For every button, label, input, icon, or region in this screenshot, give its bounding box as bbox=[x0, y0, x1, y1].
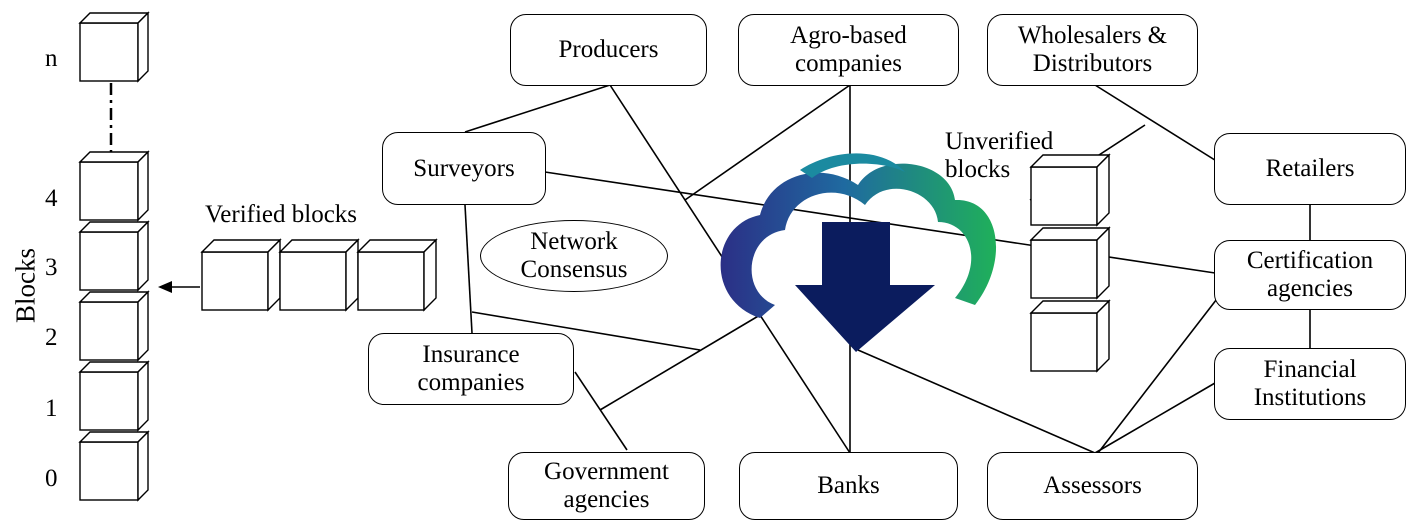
verified-blocks bbox=[158, 239, 437, 311]
block-1 bbox=[79, 361, 149, 431]
node-retailers: Retailers bbox=[1214, 133, 1406, 205]
block-n bbox=[79, 12, 149, 82]
blocks-axis-label: Blocks bbox=[10, 248, 41, 324]
node-assessors: Assessors bbox=[987, 452, 1198, 520]
block-label-3: 3 bbox=[45, 254, 58, 281]
network-consensus: Network Consensus bbox=[480, 220, 668, 292]
block-chain bbox=[79, 12, 149, 501]
arrow-left-icon bbox=[158, 281, 172, 293]
unverified-blocks bbox=[1030, 154, 1110, 372]
block-label-0: 0 bbox=[45, 465, 58, 492]
node-producers: Producers bbox=[510, 14, 707, 86]
block-3 bbox=[79, 221, 149, 291]
block-label-1: 1 bbox=[45, 395, 58, 422]
cloud-icon bbox=[720, 153, 997, 318]
block-label-n: n bbox=[45, 45, 58, 72]
block-4 bbox=[79, 151, 149, 221]
unverified-blocks-label: Unverified blocks bbox=[945, 128, 1054, 183]
node-wholesalers-distributors: Wholesalers &Distributors bbox=[987, 14, 1198, 86]
verified-blocks-label: Verified blocks bbox=[205, 201, 358, 228]
node-banks: Banks bbox=[739, 452, 958, 520]
connector-lines bbox=[464, 84, 1311, 454]
download-arrow-icon bbox=[795, 222, 935, 352]
block-label-2: 2 bbox=[45, 324, 58, 351]
node-surveyors: Surveyors bbox=[382, 132, 546, 205]
block-label-4: 4 bbox=[45, 185, 58, 212]
block-0 bbox=[79, 431, 149, 501]
block-2 bbox=[79, 291, 149, 361]
